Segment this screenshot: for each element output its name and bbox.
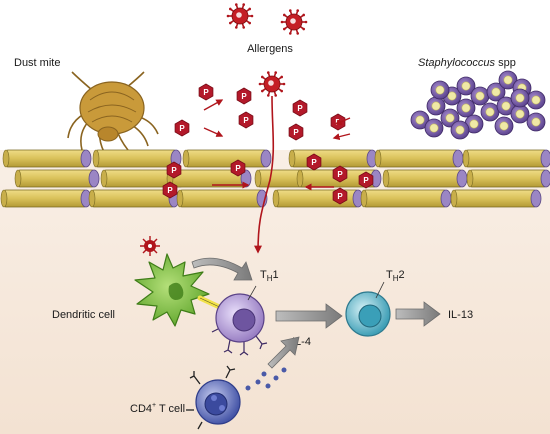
dendritic-cell-label: Dendritic cell <box>52 309 115 321</box>
staphylococcus-coccus-icon <box>496 96 516 116</box>
protease-hexagon: P <box>230 159 246 177</box>
staphylococcus-coccus-icon <box>426 96 446 116</box>
staphylococcus-genus: Staphylococcus <box>418 57 496 69</box>
protease-label: P <box>235 164 241 173</box>
cd4-t-cell <box>186 365 241 430</box>
protease-label: P <box>241 92 247 101</box>
staphylococcus-coccus-icon <box>510 88 530 108</box>
protease-label: P <box>337 170 343 179</box>
corneocyte-brick <box>0 189 92 208</box>
protease-hexagon: P <box>330 113 346 131</box>
cd4-to-il4-arrow <box>267 336 300 369</box>
corneocyte-brick <box>374 149 464 168</box>
corneocyte-brick <box>92 149 182 168</box>
dendritic-cell <box>134 253 210 327</box>
th1-cell <box>211 285 268 356</box>
protease-hexagon: P <box>332 165 348 183</box>
corneocyte-brick <box>466 169 550 188</box>
staphylococcus-label: Staphylococcus spp <box>418 57 516 69</box>
protease-markers: P P P P P P P P P P P P P P <box>162 83 374 205</box>
protease-label: P <box>293 128 299 137</box>
corneocyte-brick <box>450 189 542 208</box>
protease-label: P <box>297 104 303 113</box>
th1-label: TH1 <box>260 269 279 283</box>
staphylococcus-coccus-icon <box>526 90 546 110</box>
staphylococcus-coccus-icon <box>526 112 546 132</box>
protease-hexagon: P <box>306 153 322 171</box>
allergen-particles <box>226 3 308 97</box>
staphylococcus-coccus-icon <box>410 110 430 130</box>
protease-hexagon: P <box>358 171 374 189</box>
protease-hexagon: P <box>292 99 308 117</box>
corneocyte-brick <box>462 149 550 168</box>
th2-to-il13-arrow <box>395 301 441 327</box>
corneocyte-brick <box>360 189 452 208</box>
protease-label: P <box>337 192 343 201</box>
captured-allergen <box>140 236 160 256</box>
staphylococcus-coccus-icon <box>456 98 476 118</box>
protease-label: P <box>363 176 369 185</box>
protease-hexagon: P <box>288 123 304 141</box>
corneocyte-brick <box>2 149 92 168</box>
cytokine-dots <box>245 367 287 391</box>
protease-hexagon: P <box>162 181 178 199</box>
dust-mite-icon <box>67 71 159 153</box>
th2-label: TH2 <box>386 269 405 283</box>
staphylococcus-coccus-icon <box>510 104 530 124</box>
allergen-penetration-arrow <box>254 95 275 254</box>
staphylococcus-coccus-icon <box>480 102 500 122</box>
protease-label: P <box>311 158 317 167</box>
il13-label: IL-13 <box>448 309 473 321</box>
protease-hexagon: P <box>198 83 214 101</box>
staphylococcus-coccus-icon <box>470 86 490 106</box>
staphylococcus-coccus-icon <box>430 80 450 100</box>
protease-hexagon: P <box>238 111 254 129</box>
th2-cell <box>345 281 391 337</box>
staphylococcus-coccus-icon <box>494 116 514 136</box>
corneocyte-brick <box>382 169 468 188</box>
allergen-particle-icon <box>258 71 286 97</box>
protease-hexagon: P <box>332 187 348 205</box>
protease-hexagon: P <box>166 161 182 179</box>
corneocyte-brick <box>272 189 364 208</box>
staphylococcus-coccus-icon <box>498 70 518 90</box>
staphylococcus-coccus-icon <box>456 76 476 96</box>
corneocyte-brick <box>176 189 268 208</box>
staphylococcus-spp: spp <box>495 57 516 69</box>
allergen-particle-icon <box>226 3 254 29</box>
staphylococcus-coccus-icon <box>424 118 444 138</box>
protease-arrows <box>203 99 351 191</box>
protease-hexagon: P <box>236 87 252 105</box>
protease-label: P <box>243 116 249 125</box>
protease-label: P <box>203 88 209 97</box>
protease-hexagon: P <box>174 119 190 137</box>
staphylococcus-coccus-icon <box>450 120 470 140</box>
corneocyte-brick <box>182 149 272 168</box>
corneocyte-brick <box>14 169 100 188</box>
dust-mite-label: Dust mite <box>14 57 60 69</box>
protease-label: P <box>167 186 173 195</box>
staphylococcus-cluster <box>410 70 546 140</box>
allergens-label: Allergens <box>247 43 293 55</box>
dendritic-to-th1-arrow <box>191 257 253 281</box>
corneocyte-brick <box>288 149 378 168</box>
th1-to-th2-arrow <box>275 303 343 329</box>
cd4-t-cell-label: CD4+ T cell <box>130 402 185 415</box>
staphylococcus-coccus-icon <box>486 82 506 102</box>
protease-label: P <box>179 124 185 133</box>
protease-label: P <box>171 166 177 175</box>
allergen-particle-icon <box>280 9 308 35</box>
